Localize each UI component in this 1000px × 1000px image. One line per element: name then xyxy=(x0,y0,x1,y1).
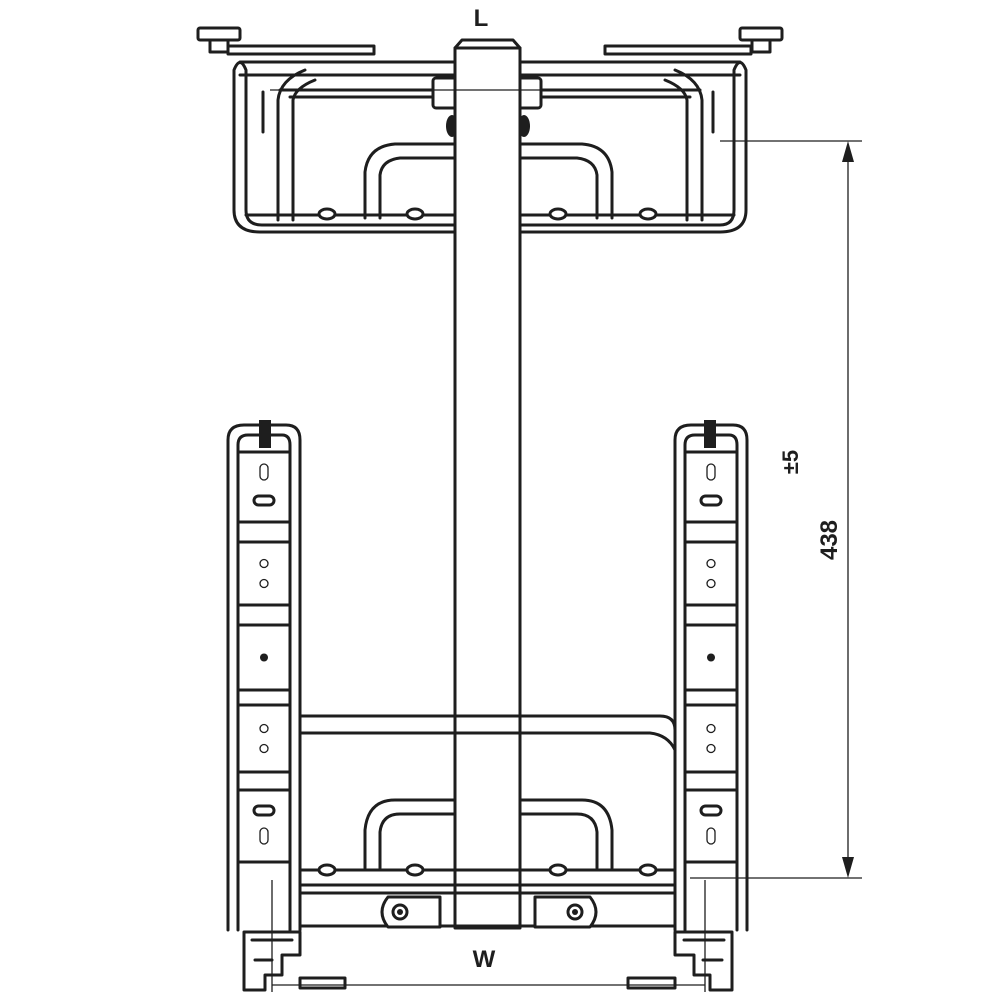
panel-segment xyxy=(683,788,739,864)
right-knob-stem xyxy=(750,38,772,54)
panel-segment xyxy=(683,703,739,774)
lower-base-rails xyxy=(298,868,677,928)
top-basket-frame xyxy=(232,61,748,234)
panel-hole xyxy=(706,743,716,754)
left-mount-plate xyxy=(226,44,376,56)
tolerance-label: ±5 xyxy=(778,450,803,474)
lower-basket xyxy=(226,420,749,992)
height-value-label: 438 xyxy=(816,520,843,560)
panel-hole xyxy=(706,723,716,734)
left-side-frame xyxy=(226,420,302,932)
right-mount-plate xyxy=(603,44,753,56)
panel-hole xyxy=(706,463,716,481)
panel-segment xyxy=(236,703,292,774)
panel-segment xyxy=(683,540,739,607)
right-base-bracket xyxy=(533,895,598,929)
panel-segment xyxy=(236,450,292,524)
width-dimension-line xyxy=(271,880,706,992)
right-inner-tube xyxy=(663,68,704,222)
post xyxy=(453,46,522,930)
panel-hole xyxy=(706,558,716,569)
panel-hole xyxy=(252,494,276,507)
panel-hole xyxy=(699,804,723,817)
panel-segment xyxy=(683,623,739,692)
panel-hole xyxy=(259,743,269,754)
panel-hole xyxy=(259,723,269,734)
panel-segment xyxy=(236,623,292,692)
width-label: W xyxy=(473,946,496,973)
left-runner xyxy=(242,930,347,992)
panel-hole xyxy=(707,653,715,662)
left-adjust-knob xyxy=(196,26,242,42)
panel-hole xyxy=(259,578,269,589)
lower-floor-bumps xyxy=(317,863,658,877)
lower-right-handle xyxy=(518,798,614,870)
panel-hole xyxy=(706,578,716,589)
right-runner xyxy=(626,930,734,992)
central-post xyxy=(270,38,700,930)
post-cap xyxy=(453,38,522,50)
right-adjust-knob xyxy=(738,26,784,42)
dimensions: L W 438 ±5 xyxy=(271,5,862,992)
panel-hole xyxy=(699,494,723,507)
top-left-handle xyxy=(363,142,457,220)
panel-hole xyxy=(706,827,716,845)
left-knob-stem xyxy=(208,38,230,54)
panel-segment xyxy=(236,788,292,864)
panel-segment xyxy=(236,540,292,607)
lower-left-handle xyxy=(363,798,457,870)
left-base-bracket xyxy=(380,895,442,929)
top-floor-bumps xyxy=(317,207,658,221)
panel-hole xyxy=(259,827,269,845)
right-side-frame xyxy=(673,420,749,932)
panel-hole xyxy=(260,653,268,662)
height-dimension-line xyxy=(690,140,862,879)
panel-hole xyxy=(259,558,269,569)
panel-hole xyxy=(252,804,276,817)
length-label: L xyxy=(474,5,489,32)
panel-segment xyxy=(683,450,739,524)
left-inner-tube xyxy=(276,68,317,222)
guide-lines xyxy=(261,90,715,134)
panel-hole xyxy=(259,463,269,481)
top-right-handle xyxy=(518,142,614,220)
